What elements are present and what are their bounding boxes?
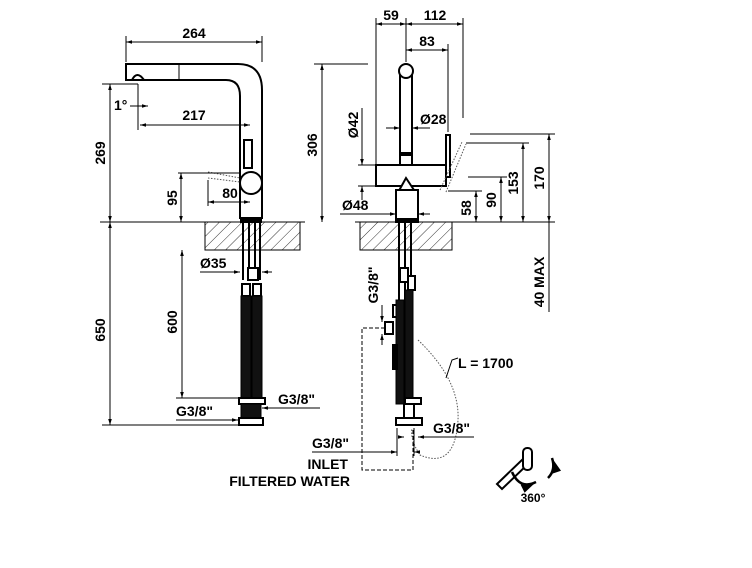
front-view: 59 112 83 306 Ø42 Ø28 Ø48 58 90 153 170 … [229,7,555,489]
dim-83: 83 [419,33,435,49]
front-hoses [384,223,423,426]
mixer-body [375,164,447,187]
dim-264: 264 [182,25,206,41]
dim-diameter-42: Ø42 [345,112,361,139]
spout-top [398,63,414,79]
dim-diameter-48: Ø48 [342,197,369,213]
hose-leader-line [445,357,459,379]
side-hoses [238,223,266,426]
thread-label-side: G3/8" [365,267,381,304]
thread-label-left: G3/8" [176,403,213,419]
countertop-section [204,221,301,251]
rotation-indicator: 360° [495,447,562,505]
dim-80: 80 [222,185,238,201]
right-lever [445,134,451,178]
dim-95: 95 [164,190,180,206]
lever-alt-position [439,141,467,193]
lever-alt-position [207,171,241,183]
dim-269: 269 [92,141,108,165]
dim-58: 58 [458,200,474,216]
rotation-label: 360° [521,491,546,505]
base [395,189,419,223]
dim-1-degree: 1° [114,97,127,113]
spray-head [130,74,146,81]
spout [125,63,263,219]
dim-90: 90 [483,192,499,208]
dim-diameter-35: Ø35 [200,255,227,271]
handle-knob [239,171,263,195]
dim-650: 650 [92,318,108,342]
dim-40-max: 40 MAX [531,256,547,307]
thread-label-right: G3/8" [433,420,470,436]
lever-up [243,139,253,169]
filtered-water-line [361,327,414,471]
dim-217: 217 [182,107,206,123]
dim-600: 600 [164,310,180,334]
dim-112: 112 [424,7,447,23]
thread-label-right: G3/8" [278,391,315,407]
side-view: 264 269 1° 217 95 80 Ø35 600 650 G3/8" G… [92,25,320,426]
dim-170: 170 [531,166,547,190]
dim-306: 306 [304,133,320,157]
filtered-water-label: FILTERED WATER [229,473,350,489]
dim-59: 59 [383,7,399,23]
thread-label-left: G3/8" [312,435,349,451]
inlet-label: INLET [308,456,349,472]
hose-length-label: L = 1700 [458,355,514,371]
dim-diameter-28: Ø28 [420,111,447,127]
rotate-arrow-icon [510,471,537,493]
dim-153: 153 [505,171,521,195]
